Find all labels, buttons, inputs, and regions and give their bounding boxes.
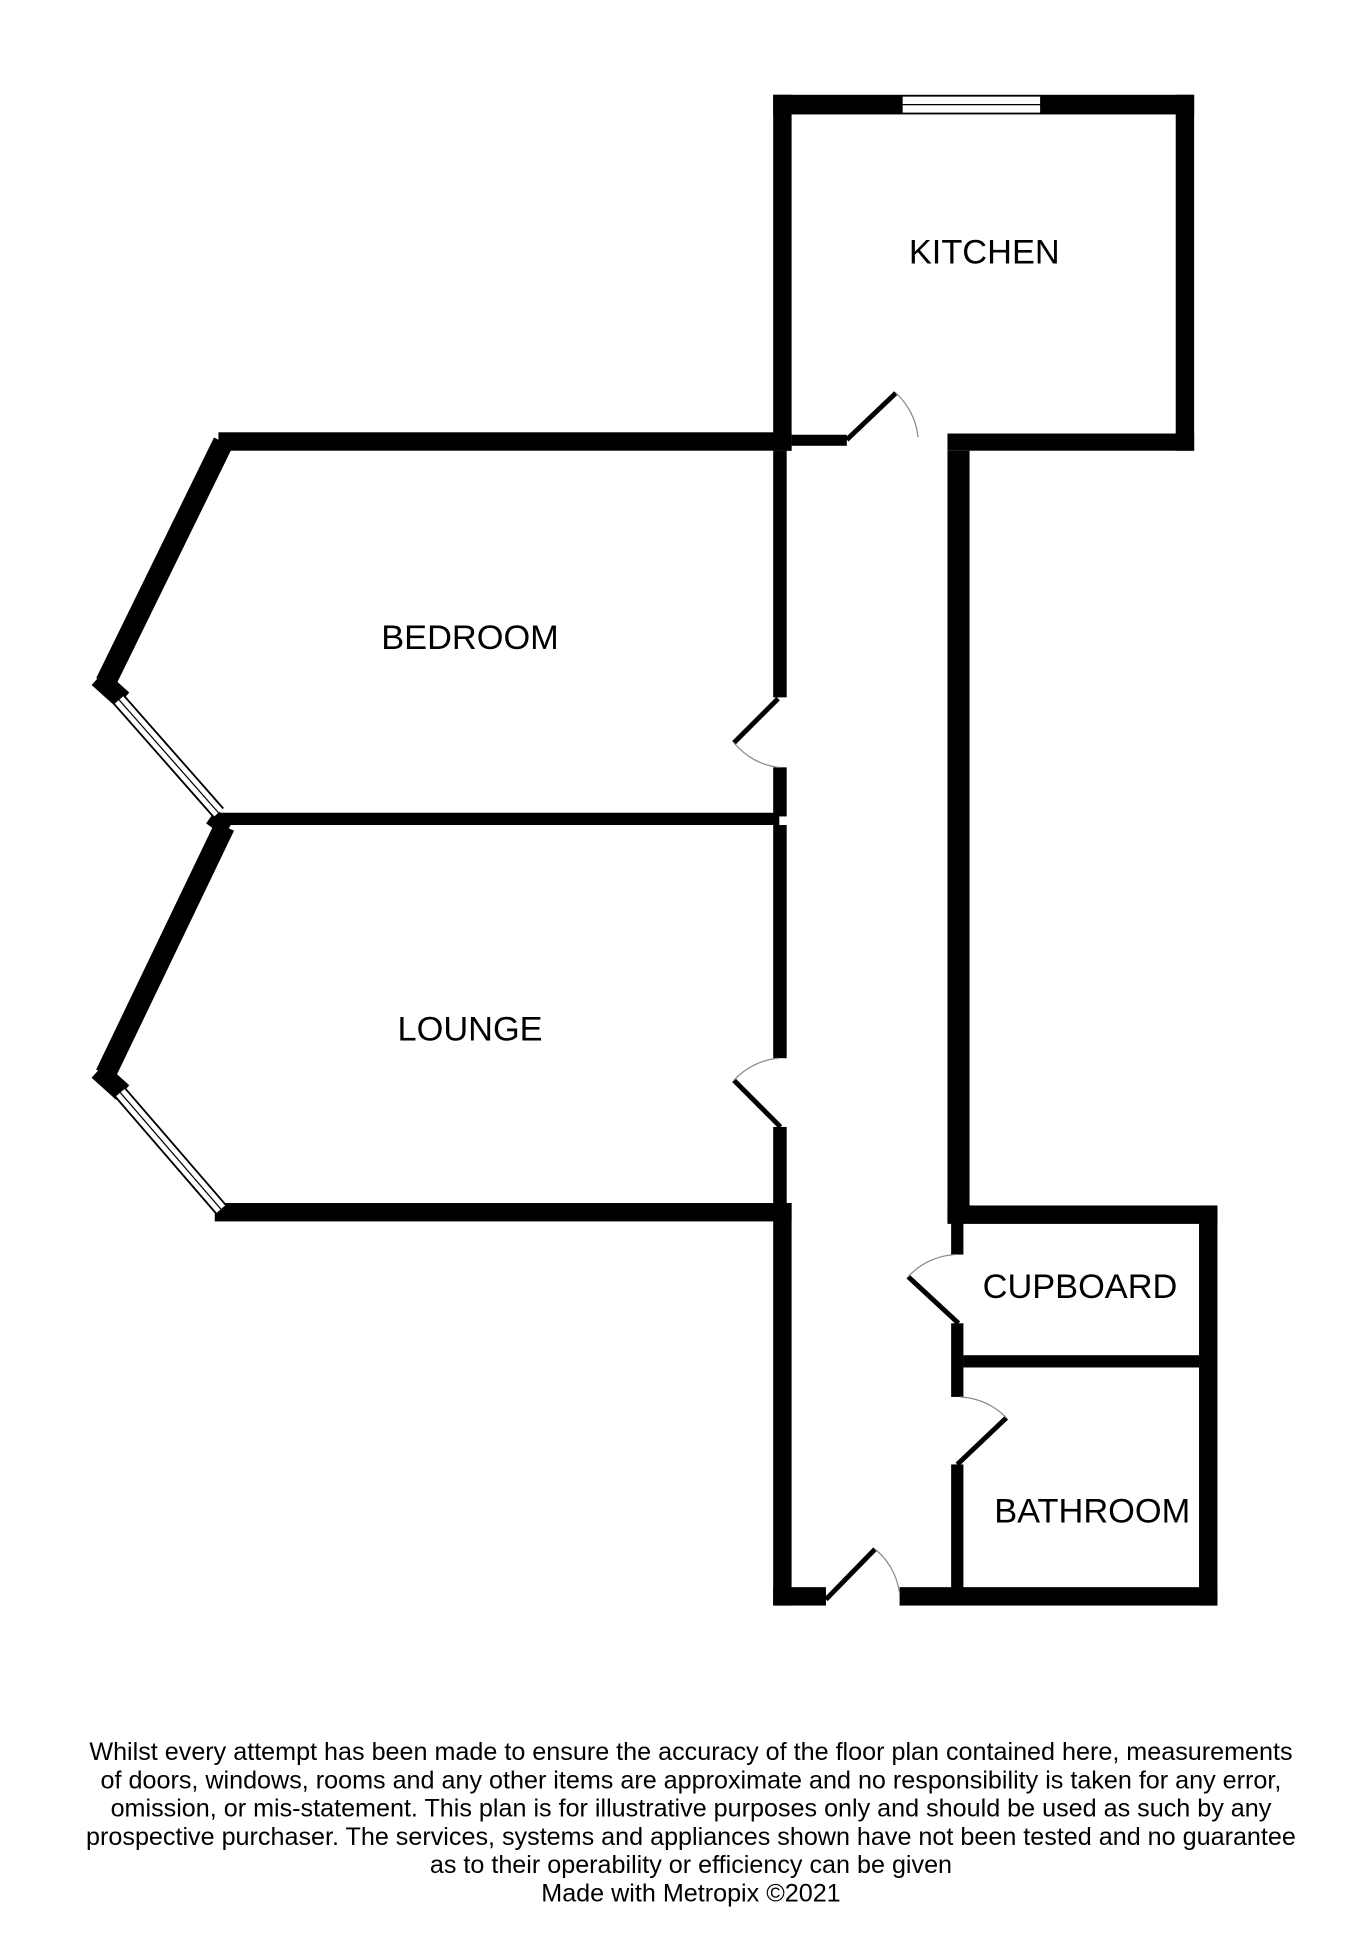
kitchen-window	[901, 95, 1042, 114]
entrance-door	[824, 1547, 901, 1602]
disclaimer: Whilst every attempt has been made to en…	[86, 1738, 1296, 1907]
lounge-window	[114, 1087, 227, 1214]
cupboard-bathroom-walls	[947, 1205, 1218, 1606]
room-label-lounge: LOUNGE	[397, 1010, 542, 1048]
disclaimer-line: omission, or mis-statement. This plan is…	[111, 1795, 1272, 1823]
lounge-walls	[91, 821, 792, 1222]
disclaimer-line: of doors, windows, rooms and any other i…	[101, 1766, 1282, 1794]
disclaimer-line: as to their operability or efficiency ca…	[430, 1851, 952, 1879]
hallway-walls	[773, 450, 1218, 1606]
bedroom-window	[113, 694, 224, 818]
bedroom-walls	[91, 432, 792, 836]
disclaimer-line: prospective purchaser. The services, sys…	[86, 1823, 1296, 1851]
metropix-credit: Made with Metropix ©2021	[541, 1879, 840, 1907]
kitchen-door	[845, 391, 919, 442]
room-label-bedroom: BEDROOM	[381, 619, 559, 657]
bedroom-door	[732, 696, 780, 768]
cupboard-door	[906, 1253, 961, 1326]
room-label-cupboard: CUPBOARD	[983, 1268, 1178, 1306]
room-label-bathroom: BATHROOM	[994, 1493, 1190, 1531]
lounge-door	[732, 1057, 783, 1129]
disclaimer-line: Whilst every attempt has been made to en…	[89, 1738, 1292, 1766]
kitchen-walls	[773, 94, 1195, 451]
bathroom-door	[955, 1396, 1009, 1467]
room-label-kitchen: KITCHEN	[909, 233, 1060, 271]
